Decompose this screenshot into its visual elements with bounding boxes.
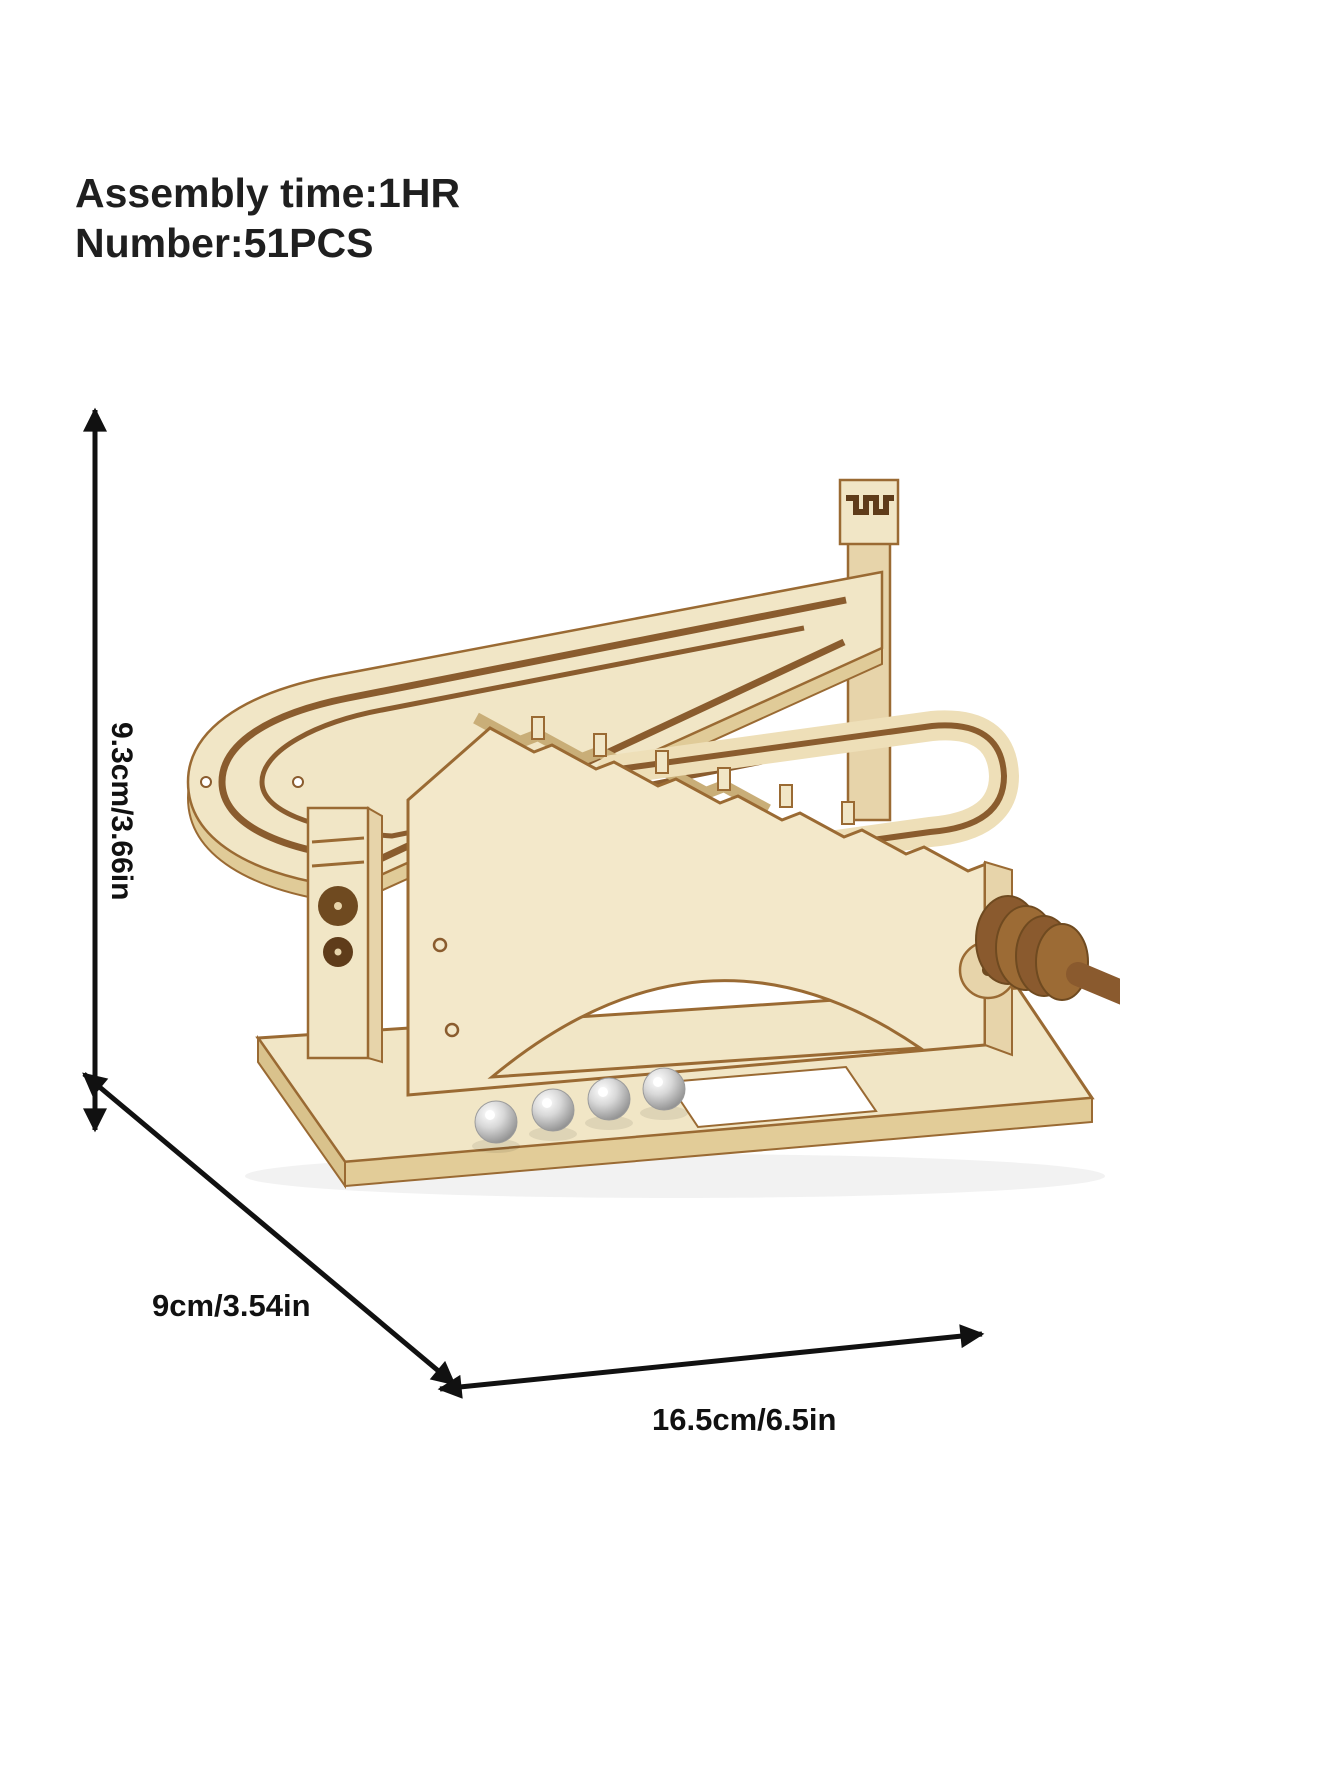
left-gear-tower (306, 806, 383, 1064)
depth-dimension-arrow (82, 1072, 456, 1386)
crank-handle (958, 895, 1120, 1005)
mid-tier-track (597, 710, 1019, 879)
piece-count-text: Number:51PCS (75, 220, 374, 267)
steel-balls (472, 1067, 688, 1153)
spec-text-block: Assembly time:1HR Number:51PCS (75, 168, 460, 268)
height-dimension-label: 9.3cm/3.66in (105, 722, 138, 901)
assembly-time-text: Assembly time:1HR (75, 170, 461, 216)
width-dimension-label: 16.5cm/6.5in (652, 1402, 837, 1437)
depth-dimension-label: 9cm/3.54in (152, 1288, 311, 1323)
product-photo (186, 478, 1120, 1198)
width-dimension-arrow (437, 1324, 985, 1399)
